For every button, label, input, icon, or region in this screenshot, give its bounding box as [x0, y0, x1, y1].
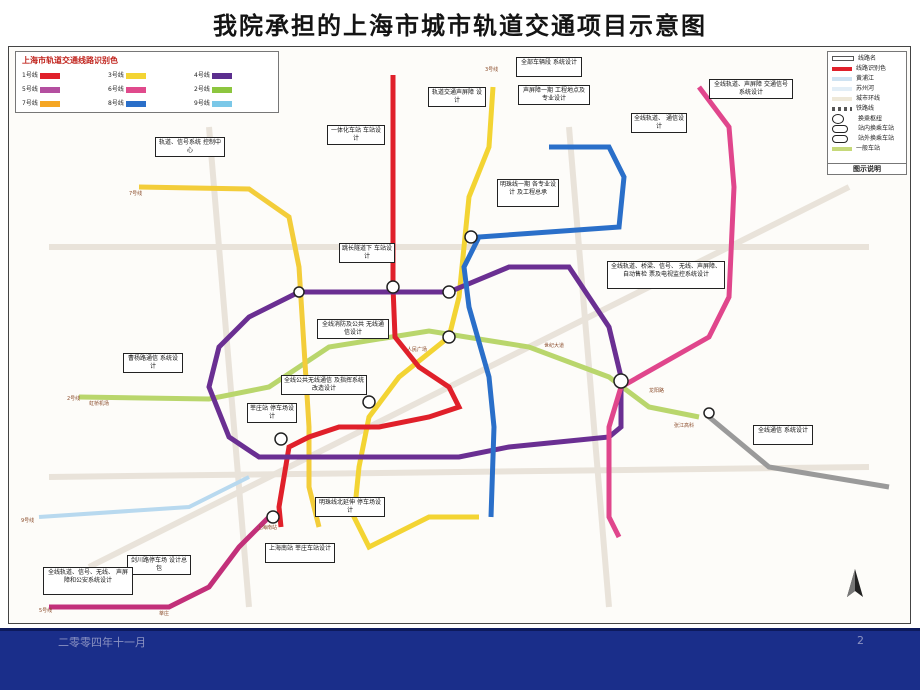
- label-line9: 9号线: [21, 517, 34, 524]
- line-color-legend: 上海市轨道交通线路识别色 1号线 3号线 4号线 5号线 6号线 2号线 7号线…: [15, 51, 279, 113]
- legend-item: 5号线: [22, 84, 60, 93]
- key-item: 站内换乘车站: [832, 124, 894, 134]
- line-4: [206, 264, 624, 460]
- key-item: 换乘枢纽: [832, 114, 882, 124]
- legend-item: 9号线: [194, 98, 232, 107]
- line-3: [351, 86, 496, 551]
- label-line5: 5号线: [39, 607, 52, 614]
- label-shanghainan: 上海南站: [257, 524, 277, 531]
- line-5: [49, 515, 271, 610]
- callout: 跳长隧道下 车站设计: [339, 243, 395, 263]
- legend-item: 2号线: [194, 84, 232, 93]
- legend-item: 1号线: [22, 70, 60, 79]
- map-key: 线路名 线路识别色 黄浦江 苏州河 城市环线 铁路线 换乘枢纽 站内换乘车站 站…: [827, 51, 907, 175]
- footer-bar: 二零零四年十一月 2: [0, 628, 920, 690]
- north-arrow-icon: [847, 569, 863, 597]
- metro-map-canvas: 7号线 9号线 5号线 2号线 3号线 张江高科 龙阳路 虹桥机场 人民广场 上…: [21, 66, 890, 617]
- line-maglev: [707, 415, 890, 490]
- callout: 全线轨道、信号、无线、 声屏障和公安系统设计: [43, 567, 133, 595]
- callout: 全线消防及公共 无线通信设计: [317, 319, 389, 339]
- footer-date: 二零零四年十一月: [58, 636, 146, 649]
- legend-item: 7号线: [22, 98, 60, 107]
- key-item: 线路名: [832, 54, 876, 64]
- key-item: 线路识别色: [832, 64, 886, 74]
- key-footer: 图示说明: [828, 163, 906, 174]
- callout: 全部车辆段 系统设计: [516, 57, 582, 77]
- label-longyang: 龙阳路: [649, 387, 664, 394]
- label-shiji: 世纪大道: [544, 342, 564, 349]
- callout: 明珠线一期 各专业设计 及工程总承: [497, 179, 559, 207]
- key-item: 站外换乘车站: [832, 134, 894, 144]
- callout: 轨道交通声屏障 设计: [428, 87, 486, 107]
- legend-title: 上海市轨道交通线路识别色: [22, 56, 118, 65]
- callout: 全线公共无线通信 及指挥系统改造设计: [281, 375, 367, 395]
- metro-map: 7号线 9号线 5号线 2号线 3号线 张江高科 龙阳路 虹桥机场 人民广场 上…: [8, 46, 911, 624]
- page-number: 2: [857, 634, 864, 647]
- key-item: 黄浦江: [832, 74, 874, 84]
- label-line7: 7号线: [129, 190, 142, 197]
- callout: 莘庄站 停车场设计: [247, 403, 297, 423]
- callout: 一体化车站 车站设计: [327, 125, 385, 145]
- callout: 全线通信 系统设计: [753, 425, 813, 445]
- key-item: 苏州河: [832, 84, 874, 94]
- callout: 轨道、信号系统 控制中心: [155, 137, 225, 157]
- label-line2: 2号线: [67, 395, 80, 402]
- key-item: 一般车站: [832, 144, 880, 154]
- callout: 上海南站 莘庄车站设计: [265, 543, 335, 563]
- key-item: 城市环线: [832, 94, 880, 104]
- line-1: [276, 75, 463, 528]
- line-7: [138, 184, 322, 528]
- legend-item: 6号线: [108, 84, 146, 93]
- callout: 声屏障一期 工程地点及专业设计: [518, 85, 590, 105]
- key-item: 铁路线: [832, 104, 874, 114]
- callout: 明珠线北延伸 停车场设计: [315, 497, 385, 517]
- callout: 剑川路停车场 设计总包: [127, 555, 191, 575]
- label-renmin: 人民广场: [407, 346, 427, 353]
- line-2: [78, 328, 700, 420]
- page-title: 我院承担的上海市城市轨道交通项目示意图: [213, 11, 707, 40]
- label-zhangjiang: 张江高科: [674, 422, 694, 429]
- label-hongqiao: 虹桥机场: [89, 400, 109, 407]
- label-xinzhuang: 莘庄: [159, 610, 169, 617]
- legend-item: 4号线: [194, 70, 232, 79]
- callout: 全线轨道、 通信设计: [631, 113, 687, 133]
- label-line3: 3号线: [485, 66, 498, 73]
- legend-item: 3号线: [108, 70, 146, 79]
- footer-divider: [0, 628, 920, 631]
- callout: 曹杨路通信 系统设计: [123, 353, 183, 373]
- callout: 全线轨道、声屏障 交通信号系统设计: [709, 79, 793, 99]
- callout: 全线轨道、桥梁、信号、 无线、声屏障、自动售检 票及电视监控系统设计: [607, 261, 725, 289]
- line-6: [619, 85, 737, 390]
- legend-item: 8号线: [108, 98, 146, 107]
- line-8: [461, 144, 627, 518]
